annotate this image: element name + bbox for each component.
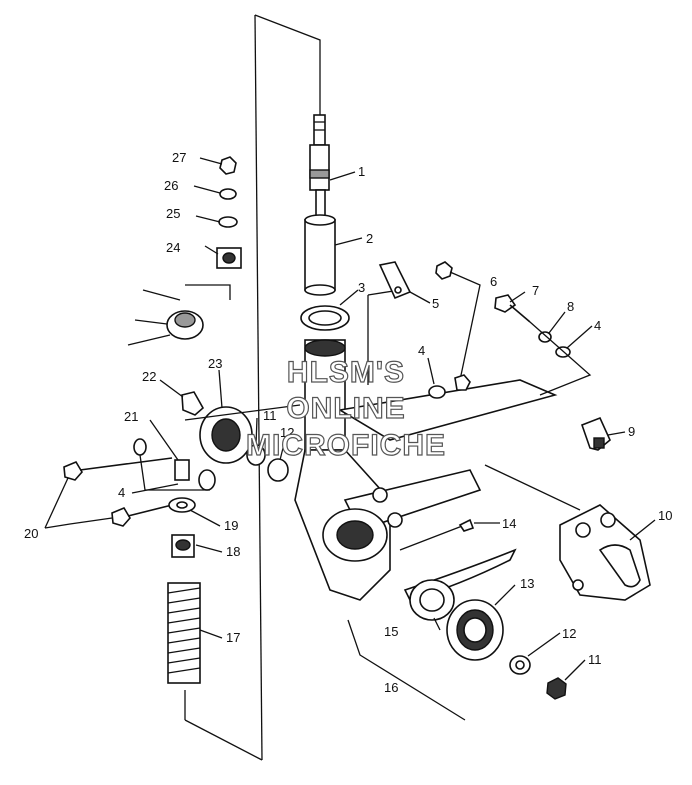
callout-11: 11 [588,652,602,667]
leader-lines [44,157,656,681]
part-3-seal-ring [300,305,350,331]
part-10-caliper [484,464,651,601]
callout-6: 6 [490,274,497,289]
upper-left-stack [166,156,242,340]
watermark: HLSM'S ONLINE MICROFICHE [245,355,446,462]
callout-19: 19 [224,518,238,533]
axis-lines [127,14,321,761]
callout-24: 24 [166,240,180,255]
part-2-sleeve [304,214,336,296]
callout-23: 23 [208,356,222,371]
callout-26: 26 [164,178,178,193]
callout-12: 12 [280,425,294,440]
bolt-7 [494,294,592,396]
part-9-block [580,416,611,451]
callout-3: 3 [358,280,365,295]
hub-nut-set [509,655,567,700]
watermark-line-3: MICROFICHE [246,429,446,462]
callout-11: 11 [263,408,277,423]
left-hardware [133,391,301,491]
callout-17: 17 [226,630,240,645]
callout-15: 15 [384,624,398,639]
callout-5: 5 [432,296,439,311]
part-13-bearing [446,599,504,661]
callout-22: 22 [142,369,156,384]
callout-21: 21 [124,409,138,424]
part-20-bolts [63,457,173,527]
callout-7: 7 [532,283,539,298]
group-16-bracket [347,619,466,721]
part-1-spindle-shaft [309,114,330,221]
callout-4: 4 [594,318,601,333]
callout-25: 25 [166,206,180,221]
callout-14: 14 [502,516,516,531]
callout-labels: 1 2 3 4 4 4 5 6 7 8 9 10 11 11 12 12 13 … [24,150,672,695]
callout-20: 20 [24,526,38,541]
callout-13: 13 [520,576,534,591]
callout-4: 4 [418,343,425,358]
bracket-hardware [367,261,481,399]
steering-knuckle [294,339,558,601]
callout-16: 16 [384,680,398,695]
callout-10: 10 [658,508,672,523]
callout-2: 2 [366,231,373,246]
callout-12: 12 [562,626,576,641]
callout-18: 18 [226,544,240,559]
callout-1: 1 [358,164,365,179]
callout-27: 27 [172,150,186,165]
callout-9: 9 [628,424,635,439]
part-15-seal [409,579,455,621]
watermark-line-1: HLSM'S [287,356,405,389]
callout-4: 4 [118,485,125,500]
callout-8: 8 [567,299,574,314]
spring-stack [167,497,201,684]
watermark-line-2: ONLINE [286,392,405,425]
